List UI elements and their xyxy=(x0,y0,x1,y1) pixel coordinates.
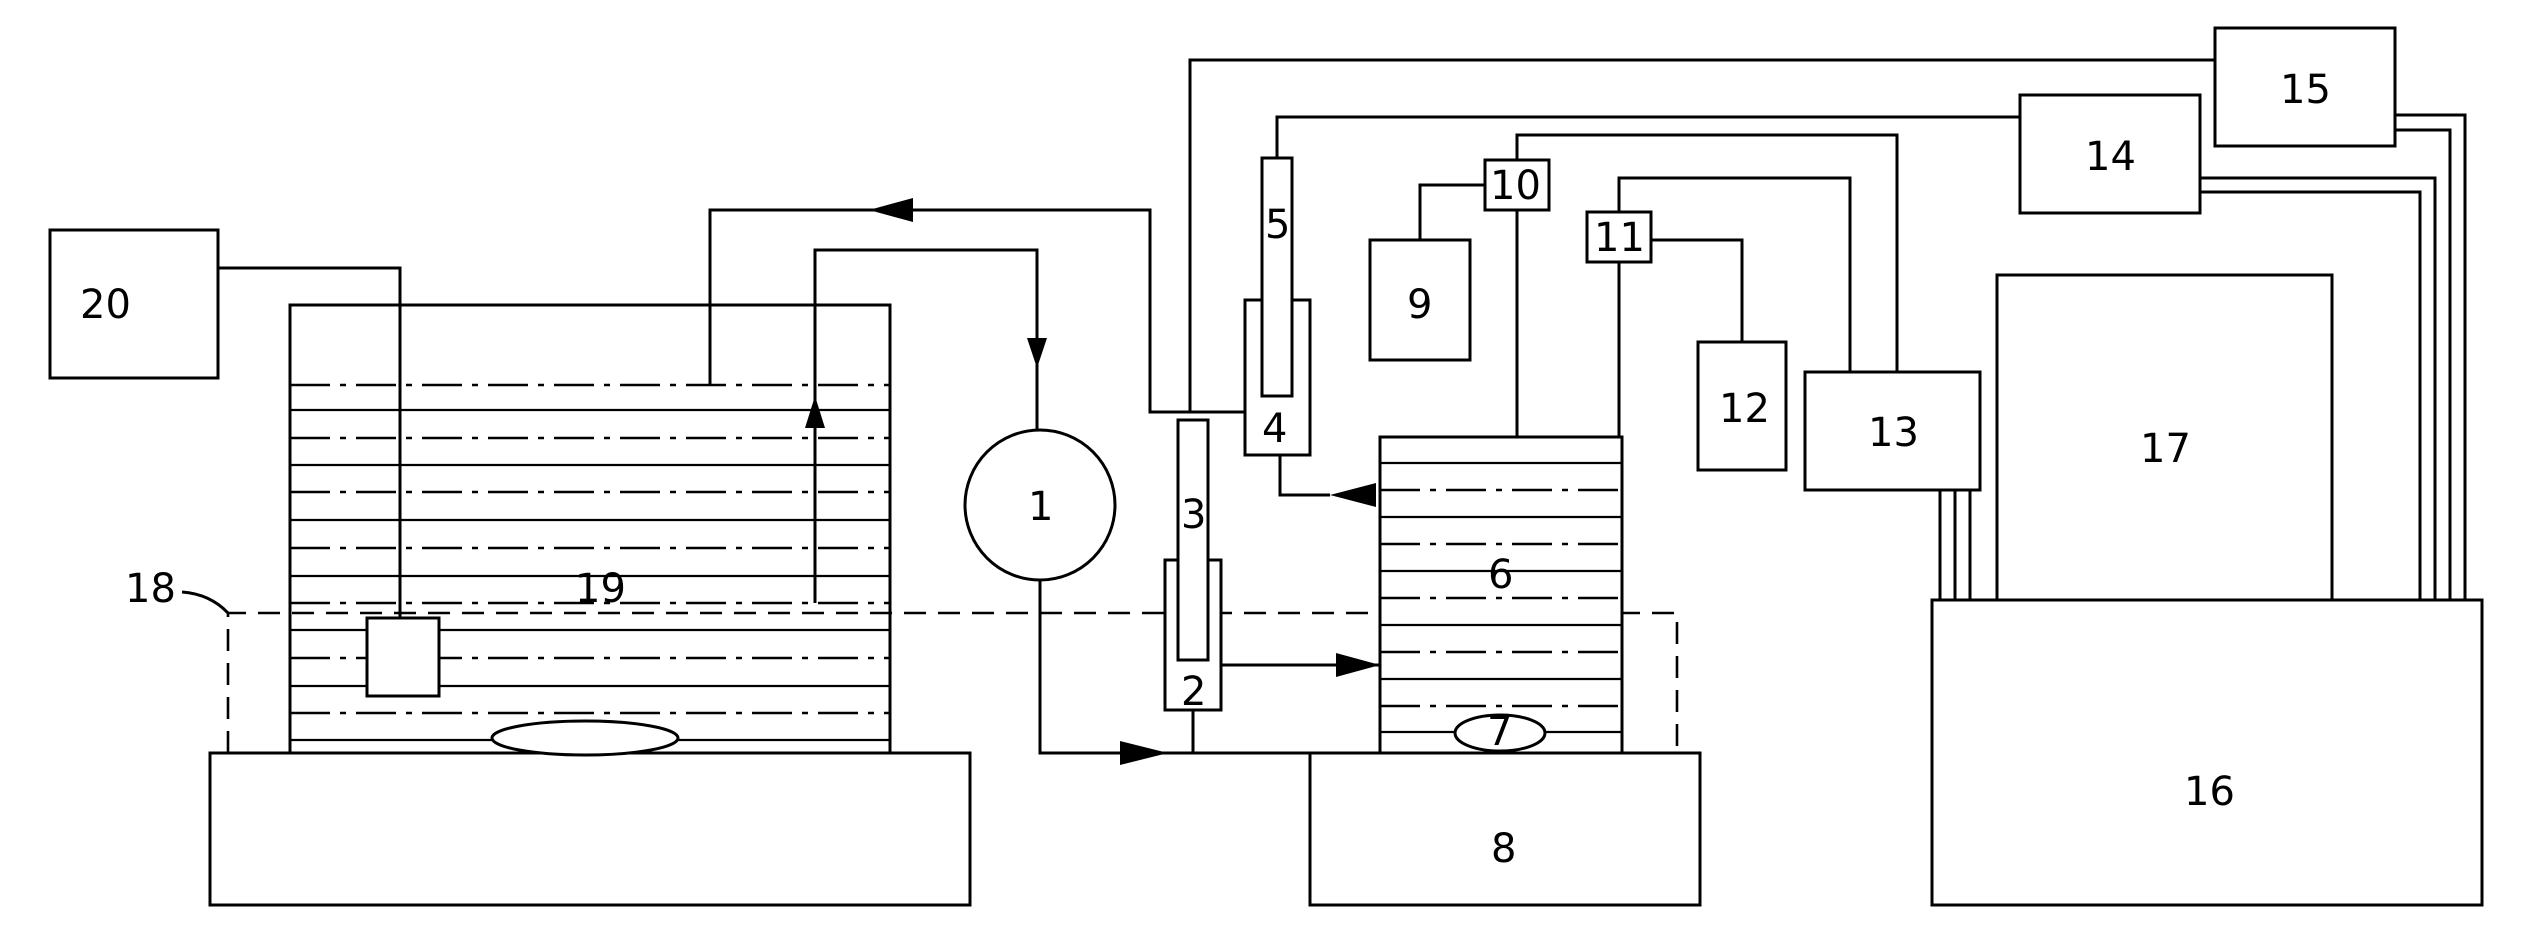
enclosure-18 xyxy=(226,611,1679,753)
label-11: 11 xyxy=(1594,215,1645,261)
pipe-pump-outlet xyxy=(1038,580,1310,755)
wire-9-to-10 xyxy=(1418,183,1485,240)
wire-20-to-sensor xyxy=(218,266,402,618)
label-8: 8 xyxy=(1491,826,1516,872)
label-13: 13 xyxy=(1868,410,1919,456)
label-15: 15 xyxy=(2280,67,2331,113)
stirrer-7 xyxy=(1453,713,1547,753)
wire-15-to-16-b xyxy=(2395,128,2452,600)
label-6: 6 xyxy=(1488,552,1513,598)
arrow-down-to-pump xyxy=(1027,338,1047,368)
box-20 xyxy=(48,228,220,380)
arrow-into-vessel-6 xyxy=(1336,653,1380,677)
wire-11-to-12 xyxy=(1651,238,1744,342)
wire-11-to-13 xyxy=(1617,176,1852,372)
wire-14-to-16-a xyxy=(2200,176,2437,600)
label-3: 3 xyxy=(1181,492,1206,538)
stirrer-left xyxy=(490,719,680,757)
label-2: 2 xyxy=(1181,669,1206,715)
wire-5-to-14 xyxy=(1275,115,2020,158)
arrow-up-in-tank xyxy=(805,396,825,428)
base-8 xyxy=(1308,751,1702,907)
connector-11 xyxy=(1585,210,1653,264)
label-4: 4 xyxy=(1262,406,1287,452)
label-17: 17 xyxy=(2140,426,2191,472)
label-14: 14 xyxy=(2085,134,2136,180)
label-18: 18 xyxy=(125,566,176,612)
arrow-left-into-6 xyxy=(1330,483,1376,507)
base-left-platform xyxy=(208,751,972,907)
tube-3 xyxy=(1176,418,1210,662)
box-13 xyxy=(1803,370,1982,492)
label-9: 9 xyxy=(1407,282,1432,328)
label-20: 20 xyxy=(80,282,131,328)
label-12: 12 xyxy=(1719,386,1770,432)
label-16: 16 xyxy=(2184,769,2235,815)
box-15 xyxy=(2213,26,2397,148)
wire-10-to-13 xyxy=(1515,133,1899,372)
label-7: 7 xyxy=(1487,709,1512,755)
pipe-tank-to-4 xyxy=(708,208,1245,414)
wire-4-to-15 xyxy=(1188,58,2215,412)
box-16 xyxy=(1930,598,2484,907)
box-9 xyxy=(1368,238,1472,362)
pipe-4-outlet xyxy=(1278,455,1330,497)
label-19: 19 xyxy=(575,566,626,612)
sensor-block-in-tank xyxy=(365,616,441,698)
tank-19-liquid-lines xyxy=(290,383,890,742)
box-17 xyxy=(1995,273,2334,602)
tube-5 xyxy=(1260,156,1294,398)
label-5: 5 xyxy=(1265,202,1290,248)
arrow-left-top-pipe xyxy=(869,198,913,222)
label-1: 1 xyxy=(1028,484,1053,530)
box-14 xyxy=(2018,93,2202,215)
box-12 xyxy=(1696,340,1788,472)
wire-15-to-16-a xyxy=(2395,113,2467,600)
label-10: 10 xyxy=(1490,163,1541,209)
arrow-right-lower-pipe xyxy=(1120,741,1168,765)
leader-18 xyxy=(181,590,230,615)
wire-14-to-16-b xyxy=(2200,190,2422,600)
vessel-6-liquid-lines xyxy=(1380,461,1622,734)
